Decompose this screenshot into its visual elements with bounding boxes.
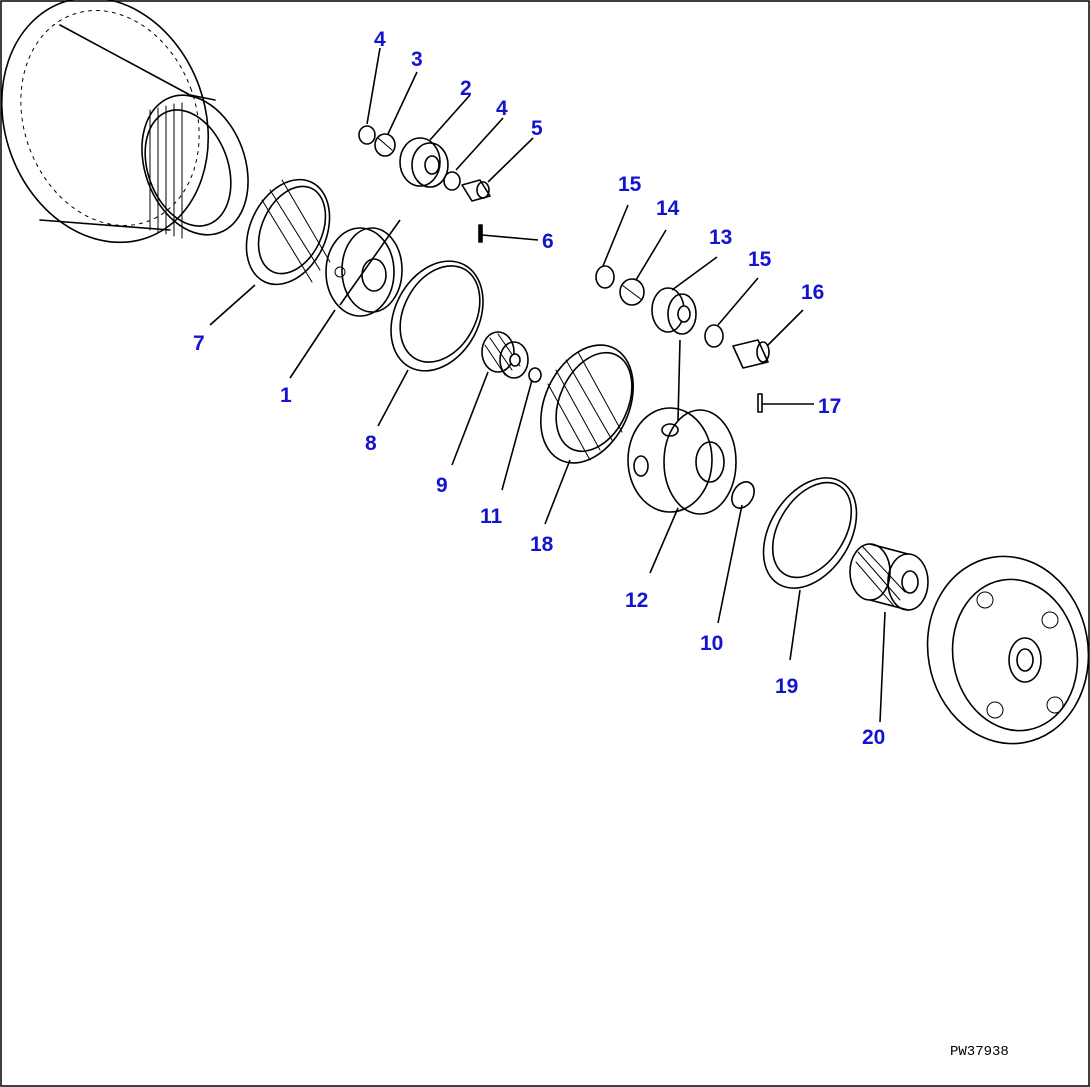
ring-7 — [245, 178, 331, 286]
drawing-reference-code: PW37938 — [950, 1044, 1009, 1060]
end-cover — [926, 555, 1090, 745]
gear-20 — [849, 543, 929, 611]
callout-6: 6 — [542, 230, 554, 253]
bearing-3 — [374, 133, 396, 157]
gear-9 — [481, 331, 529, 379]
callout-15: 15 — [618, 173, 642, 196]
gear-13 — [651, 287, 697, 335]
washer-4a — [358, 125, 376, 145]
plate-10 — [731, 481, 755, 509]
ring-19 — [762, 477, 858, 589]
ring-8 — [390, 260, 484, 372]
callout-18: 18 — [530, 533, 554, 556]
callout-20: 20 — [862, 726, 885, 749]
callout-16: 16 — [801, 281, 824, 304]
callout-19: 19 — [775, 675, 798, 698]
callout-2: 2 — [460, 77, 472, 100]
carrier-12 — [627, 407, 737, 515]
callout-3: 3 — [411, 48, 423, 71]
callout-1: 1 — [280, 384, 292, 407]
callout-12: 12 — [625, 589, 648, 612]
callout-13: 13 — [709, 226, 732, 249]
pin-6 — [478, 224, 483, 243]
washer-11 — [528, 367, 542, 383]
washer-15b — [704, 324, 724, 348]
washer-4b — [443, 171, 461, 191]
pin-17 — [757, 393, 763, 413]
ring-gear-18 — [539, 344, 635, 464]
callout-4: 4 — [496, 97, 508, 120]
callout-14: 14 — [656, 197, 680, 220]
washer-15a — [595, 265, 615, 289]
leader-lines — [209, 47, 886, 723]
shaft-5 — [461, 179, 491, 202]
callout-11: 11 — [480, 505, 503, 528]
callout-15: 15 — [748, 248, 772, 271]
housing — [0, 0, 249, 244]
gear-2 — [399, 137, 449, 188]
callouts: 4 3 2 4 5 6 7 1 8 9 11 18 15 14 13 15 16… — [193, 28, 885, 749]
callout-5: 5 — [531, 117, 543, 140]
bearing-14 — [619, 278, 645, 306]
callout-4: 4 — [374, 28, 386, 51]
callout-17: 17 — [818, 395, 841, 418]
shaft-16 — [732, 339, 770, 369]
callout-8: 8 — [365, 432, 377, 455]
callout-7: 7 — [193, 332, 205, 355]
callout-9: 9 — [436, 474, 448, 497]
callout-10: 10 — [700, 632, 723, 655]
